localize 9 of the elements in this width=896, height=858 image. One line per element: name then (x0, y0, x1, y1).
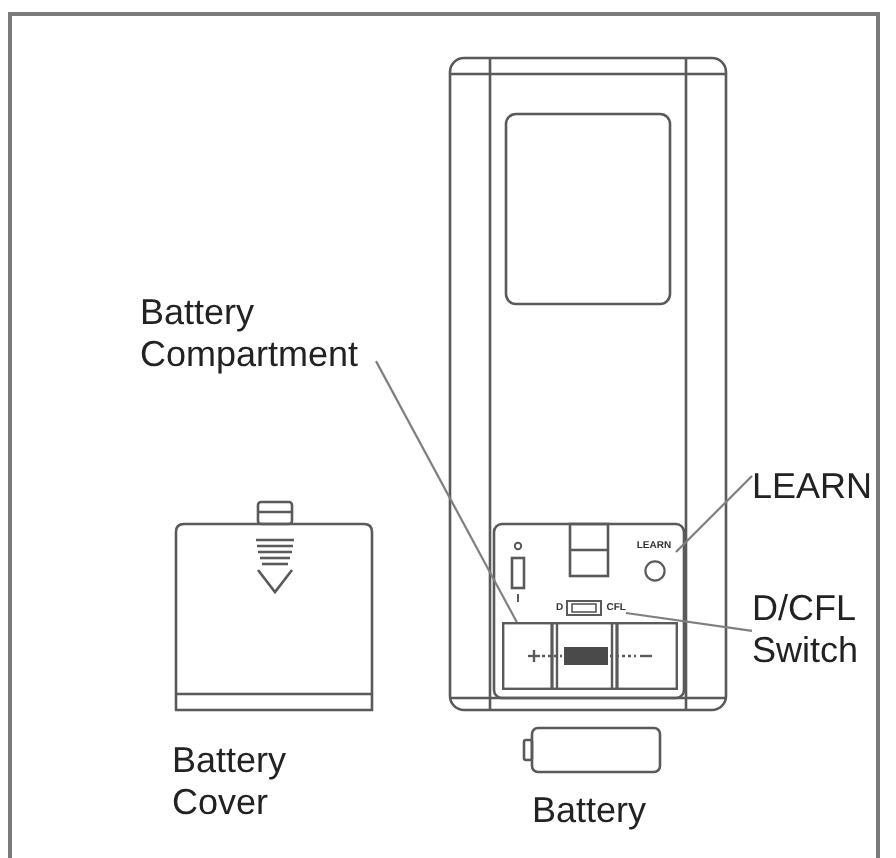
leader-line (375, 360, 518, 623)
part-caption: Battery (532, 790, 649, 832)
leader-line (675, 475, 753, 553)
leader-line (625, 611, 753, 632)
callout-label: D/CFL Switch (752, 588, 861, 672)
battery-slot (502, 622, 678, 690)
callout-label: Battery Compartment (140, 292, 361, 376)
callout-label: LEARN (752, 466, 875, 508)
part-caption: Battery Cover (172, 740, 289, 824)
